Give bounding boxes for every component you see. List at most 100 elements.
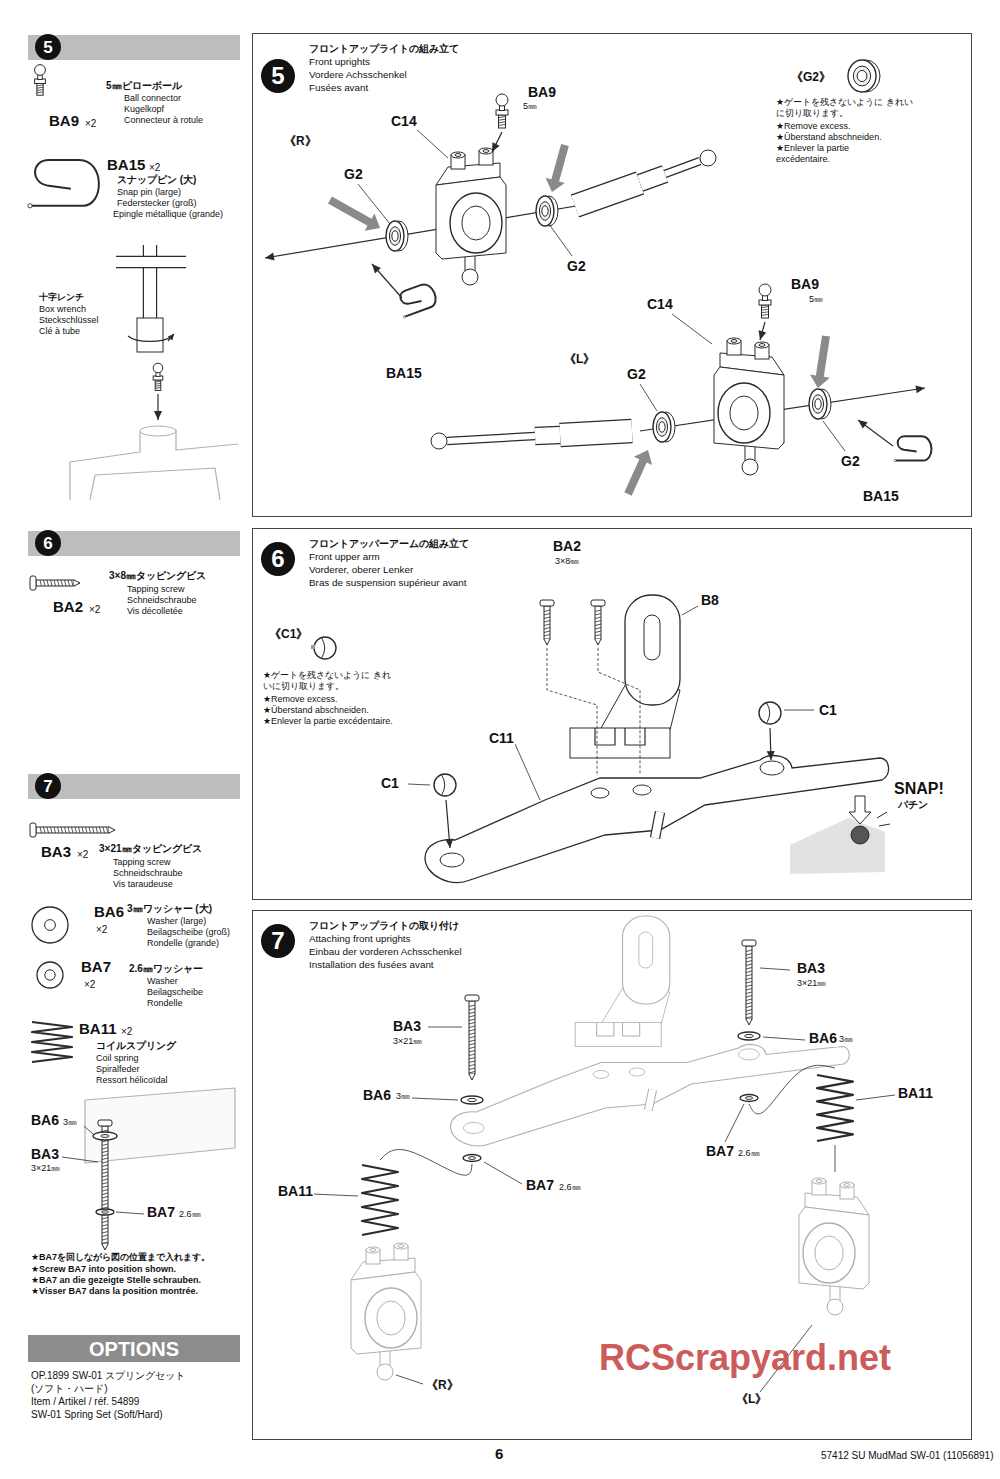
label-text: Ball connector <box>123 93 182 104</box>
thread-line <box>96 827 98 833</box>
arrow-head <box>154 411 162 420</box>
thread-line <box>469 1005 475 1007</box>
screw-head <box>742 940 756 946</box>
bearing-race <box>656 418 667 437</box>
thread-line <box>37 84 43 86</box>
arrow-head <box>445 839 453 848</box>
part-number: BA7 <box>525 1177 555 1194</box>
bearing <box>809 389 827 419</box>
arrow-head <box>265 253 275 261</box>
upright-ball <box>827 1299 843 1315</box>
upright-body <box>714 367 784 449</box>
arrow-head <box>372 264 381 273</box>
washer-hole <box>745 1097 752 1100</box>
upright-boss-top <box>727 338 741 344</box>
thread-line <box>37 91 43 93</box>
thread-line <box>102 1242 108 1244</box>
screw-head <box>465 995 479 1001</box>
thread-line <box>469 1037 475 1039</box>
snap-pin-wire <box>396 282 439 317</box>
label-text: コイルスプリング <box>95 1040 177 1052</box>
arrow-line <box>168 334 174 341</box>
label-text: ★BA7を回しながら図の位置まで入れます。 <box>30 1252 211 1263</box>
thread-line <box>44 827 46 833</box>
part-number: BA15 <box>106 156 146 174</box>
thread-line <box>75 827 77 833</box>
snap-pin <box>894 436 932 461</box>
thread-line <box>102 1169 108 1171</box>
screw-tip <box>109 827 115 833</box>
upright-hub-bore <box>815 1236 843 1270</box>
thread-line <box>595 621 601 623</box>
label-text: SW-01 Spring Set (Soft/Hard) <box>30 1409 164 1421</box>
screw-tip <box>595 639 601 645</box>
thread-line <box>102 1172 108 1174</box>
shaft-body <box>447 436 535 441</box>
upright-boss-hole <box>844 1184 850 1187</box>
arm-hole <box>591 788 609 798</box>
thread-line <box>746 989 752 991</box>
thread-line <box>102 1235 108 1237</box>
label-text: Tapping screw <box>112 857 172 868</box>
stud-ball <box>496 94 508 106</box>
label-text: Clé à tube <box>38 326 81 337</box>
screw-shaft <box>36 827 109 833</box>
thread-line <box>102 1141 108 1143</box>
arrow-head <box>916 385 925 393</box>
snap-pin-end <box>403 315 406 318</box>
upright-boss-hole <box>455 154 461 157</box>
step-number: 6 <box>35 530 61 556</box>
label-text: ★Überstand abschneiden. <box>262 705 370 716</box>
thread-line <box>37 89 43 91</box>
arrow-head <box>492 142 500 152</box>
upright-body <box>436 177 506 259</box>
thread-line <box>746 961 752 963</box>
thread-line <box>746 982 752 984</box>
part-number: C14 <box>390 113 418 130</box>
leader-line <box>784 710 814 711</box>
thread-line <box>469 1026 475 1028</box>
step-number: 7 <box>261 924 295 958</box>
upright-boss-hole <box>816 1180 822 1183</box>
thread-line <box>79 827 81 833</box>
leader-line <box>358 184 390 224</box>
stud-thread <box>499 115 506 128</box>
screw-shaft <box>102 1126 108 1244</box>
part-number: BA2 <box>552 538 582 555</box>
shaft-body <box>116 257 186 267</box>
label-text: ★ゲートを残さないように きれいに切り取ります。 <box>262 670 399 692</box>
gate-nub <box>311 645 315 649</box>
washer <box>32 907 68 943</box>
leader-line <box>823 421 845 451</box>
step-number-text: 5 <box>271 64 284 88</box>
label-text: 57412 SU MudMad SW-01 (11056891) <box>820 1450 995 1462</box>
arrow-head <box>759 330 767 340</box>
label-text: 《R》 <box>425 1378 460 1392</box>
thread-line <box>544 631 550 633</box>
assembly-line <box>835 1145 836 1172</box>
screw-head <box>540 600 554 606</box>
label-text: ×2 <box>83 979 96 991</box>
thread-line <box>469 1019 475 1021</box>
label-text: Rondelle <box>146 998 184 1009</box>
leader-line <box>415 128 448 158</box>
part-number: BA6 <box>30 1112 60 1129</box>
snap-mark <box>877 812 887 818</box>
thread-line <box>746 950 752 952</box>
label-text: ×2 <box>148 162 161 174</box>
thread-line <box>544 624 550 626</box>
label-text: ×2 <box>88 604 101 616</box>
label-text: ★Remove excess. <box>775 121 852 132</box>
leader-line <box>484 1162 522 1184</box>
upright-hub <box>718 383 770 443</box>
part-boss <box>140 426 176 436</box>
upright-boss-top <box>479 148 493 154</box>
thread-line <box>58 827 60 833</box>
stud-ball <box>759 284 771 296</box>
thread-line <box>469 1068 475 1070</box>
upright-body <box>351 1272 421 1354</box>
ball-socket <box>434 774 456 796</box>
snap-pin-wire <box>895 436 931 460</box>
bearing-race <box>389 227 400 246</box>
